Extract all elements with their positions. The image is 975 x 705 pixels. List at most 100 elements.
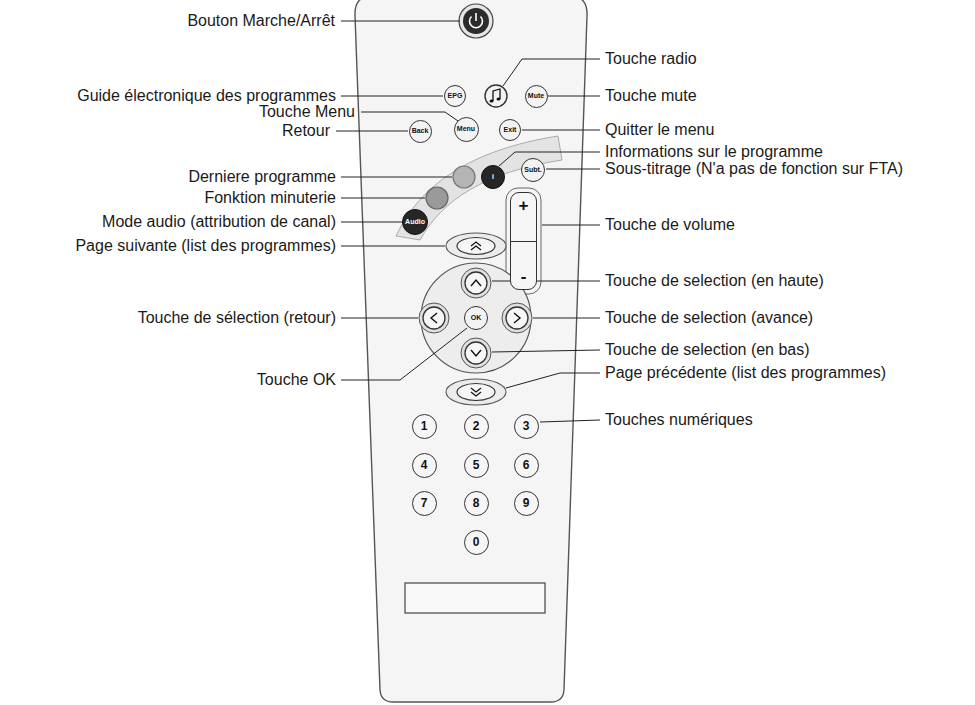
chevron (471, 280, 481, 286)
button-text: EPG (448, 92, 463, 100)
volume-rocker: +- (510, 192, 537, 290)
digit-button: 8 (464, 491, 489, 516)
nav-ring (502, 303, 532, 333)
volume-housing (506, 188, 541, 294)
music-note (490, 99, 494, 102)
button-text: 1 (421, 420, 428, 433)
callout-label: Touche de selection (avance) (605, 310, 813, 326)
page-up-button (457, 238, 495, 255)
callout-label: Page suivante (list des programmes) (75, 238, 336, 254)
chevron (471, 350, 481, 356)
remote-button: EPG (444, 85, 466, 107)
button-text: Subt. (524, 166, 542, 174)
leader-line (361, 112, 458, 121)
remote-button: Subt. (521, 158, 545, 182)
leader-line (506, 373, 600, 388)
down-button (465, 342, 487, 364)
digit-button: 6 (514, 453, 539, 478)
music-note (497, 97, 501, 100)
leader-line (341, 177, 452, 178)
music-note (493, 89, 500, 101)
leader-line (341, 246, 445, 247)
digit-button: 3 (514, 414, 539, 439)
right-button (506, 307, 528, 329)
digit-button: 5 (464, 453, 489, 478)
nav-ring (419, 303, 449, 333)
button-text: Exit (504, 126, 517, 134)
callout-label: Touche de selection (en haute) (605, 273, 824, 289)
remote-button: Audio (402, 209, 428, 235)
leader-line (546, 169, 600, 170)
button-text: OK (471, 314, 482, 322)
ir-window (405, 583, 545, 613)
digit-button: 1 (412, 414, 437, 439)
callout-label: Touche mute (605, 88, 697, 104)
button-text: 5 (473, 459, 480, 472)
page-up-ring (446, 233, 506, 259)
callout-label: Page précédente (list des programmes) (605, 365, 886, 381)
callout-label: Touche OK (257, 372, 336, 388)
button-text: 8 (473, 497, 480, 510)
digit-button: 4 (412, 453, 437, 478)
power-button (463, 8, 489, 34)
digit-button: 0 (464, 530, 489, 555)
double-chevron (471, 388, 481, 396)
callout-label: Fonktion minuterie (204, 190, 336, 206)
double-chevron (471, 242, 481, 250)
leader-line (540, 420, 600, 422)
digit-button: 7 (412, 491, 437, 516)
button-text: Audio (405, 218, 425, 226)
digit-button: 2 (464, 414, 489, 439)
remote-button: OK (464, 306, 488, 330)
nav-ring (461, 338, 491, 368)
callout-label: Derniere programme (188, 169, 336, 185)
leader-line (341, 328, 467, 380)
button-text: + (519, 197, 529, 214)
button-text: 6 (523, 459, 530, 472)
button-text: 3 (523, 420, 530, 433)
leader-line (542, 225, 600, 226)
radio-button (485, 85, 507, 107)
remote-button: i (481, 165, 505, 189)
leader-line (533, 318, 600, 319)
leader-line (492, 281, 600, 282)
button-text: Mute (528, 92, 544, 100)
button-text: - (521, 268, 527, 285)
button-text: Back (412, 127, 429, 135)
page-down-ring (446, 379, 506, 405)
leader-line (548, 96, 600, 97)
callout-label: Touche Menu (259, 104, 355, 120)
leader-line (492, 350, 600, 352)
callout-label: Mode audio (attribution de canal) (102, 214, 336, 230)
nav-ring (461, 268, 491, 298)
callout-label: Retour (282, 123, 330, 139)
button-text: 9 (523, 497, 530, 510)
leader-line (503, 59, 600, 86)
leader-line (341, 222, 402, 223)
button-text: Menu (457, 125, 475, 133)
leader-line (341, 21, 460, 22)
left-button (423, 307, 445, 329)
digit-button: 9 (514, 491, 539, 516)
power-ring (459, 4, 493, 38)
callout-label: Touches numériques (605, 412, 753, 428)
up-button (465, 272, 487, 294)
power-symbol (475, 13, 477, 21)
page-down-button (457, 384, 495, 401)
callout-label: Quitter le menu (605, 122, 714, 138)
leader-line (341, 318, 418, 319)
last-program-button (453, 166, 475, 188)
button-text: 0 (473, 536, 480, 549)
remote-button: Menu (454, 117, 479, 142)
leader-line (499, 152, 600, 166)
leader-line (341, 198, 425, 199)
button-text: 2 (473, 420, 480, 433)
callout-label: Bouton Marche/Arrêt (187, 13, 335, 29)
callout-label: Sous-titrage (N'a pas de fonction sur FT… (605, 161, 903, 177)
button-text: 4 (421, 459, 428, 472)
timer-button (426, 187, 448, 209)
callout-label: Touche radio (605, 51, 697, 67)
leader-line (341, 96, 443, 97)
button-text: 7 (421, 497, 428, 510)
